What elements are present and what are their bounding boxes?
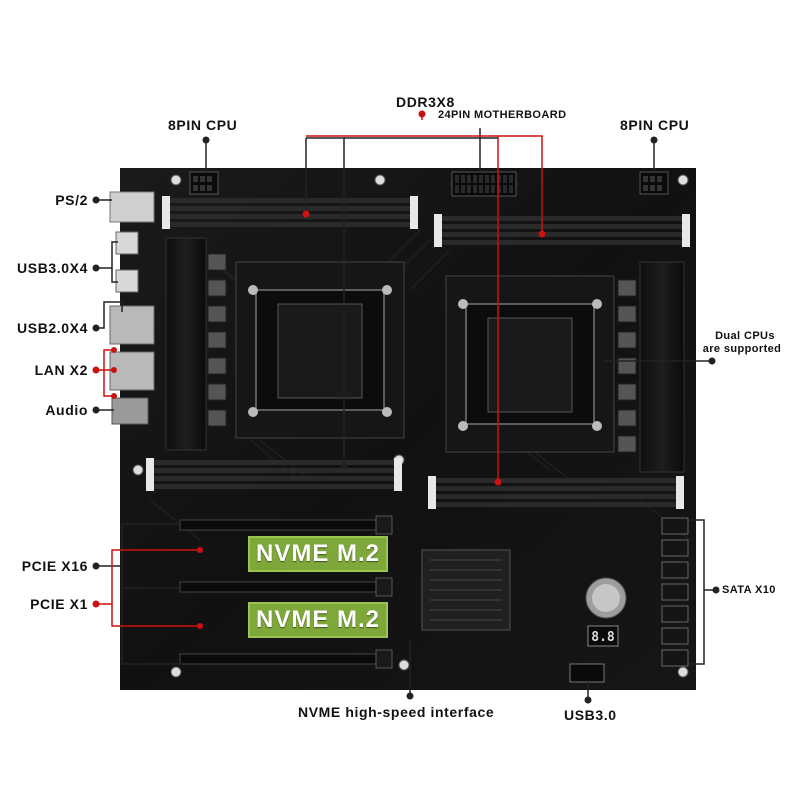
vrm-heatsink-right bbox=[639, 261, 685, 473]
atx-24pin-label: 24PIN MOTHERBOARD bbox=[438, 109, 567, 121]
usb3-header bbox=[569, 663, 605, 683]
dimm-slots-cpu1-bottom bbox=[146, 458, 402, 491]
vrm-heatsink-left bbox=[165, 237, 207, 451]
cpu-8pin-left-label: 8PIN CPU bbox=[168, 117, 238, 133]
nvme-m2-banner-2: NVME M.2 bbox=[248, 602, 388, 638]
nvme-interface-label: NVME high-speed interface bbox=[298, 704, 495, 720]
cpu-power-connector-left bbox=[189, 171, 219, 195]
dimm-slots-cpu2-top bbox=[434, 214, 690, 247]
usb20-label: USB2.0X4 bbox=[17, 320, 88, 336]
cpu-8pin-right-label: 8PIN CPU bbox=[620, 117, 690, 133]
cpu-socket-1 bbox=[235, 261, 405, 439]
ps2-label: PS/2 bbox=[55, 192, 88, 208]
sata-ports bbox=[661, 517, 689, 667]
svg-text:8.8: 8.8 bbox=[591, 630, 615, 645]
dual-cpu-label-line2: are supported bbox=[702, 343, 782, 355]
pcie-slots bbox=[179, 515, 393, 669]
debug-led-display: 8.8 bbox=[587, 625, 619, 647]
rear-io-panel bbox=[109, 191, 155, 425]
pcie-x16-label: PCIE X16 bbox=[21, 558, 88, 574]
callout-dots bbox=[92, 110, 720, 704]
cpu-socket-2 bbox=[445, 275, 615, 453]
dual-cpu-label-line1: Dual CPUs bbox=[715, 330, 775, 342]
callout-lines-red bbox=[98, 114, 543, 627]
atx-24pin-connector bbox=[451, 171, 517, 197]
lan-label: LAN X2 bbox=[34, 362, 88, 378]
pcie-x1-label: PCIE X1 bbox=[30, 596, 88, 612]
dimm-slots-cpu2-bottom bbox=[428, 476, 684, 509]
dimm-slots-cpu1-top bbox=[162, 196, 418, 229]
mounting-holes bbox=[132, 174, 689, 678]
usb3-bottom-label: USB3.0 bbox=[564, 707, 617, 723]
sata-label: SATA X10 bbox=[722, 584, 776, 596]
cpu-power-connector-right bbox=[639, 171, 669, 195]
cmos-battery bbox=[585, 577, 627, 619]
vrm-chokes-left bbox=[207, 253, 227, 427]
ddr3-label: DDR3X8 bbox=[396, 94, 455, 110]
audio-label: Audio bbox=[45, 402, 88, 418]
nvme-m2-banner-1: NVME M.2 bbox=[248, 536, 388, 572]
chipset-heatsink bbox=[421, 549, 511, 631]
usb30-label: USB3.0X4 bbox=[17, 260, 88, 276]
vrm-chokes-right bbox=[617, 279, 637, 453]
callout-lines-dark bbox=[98, 128, 716, 700]
